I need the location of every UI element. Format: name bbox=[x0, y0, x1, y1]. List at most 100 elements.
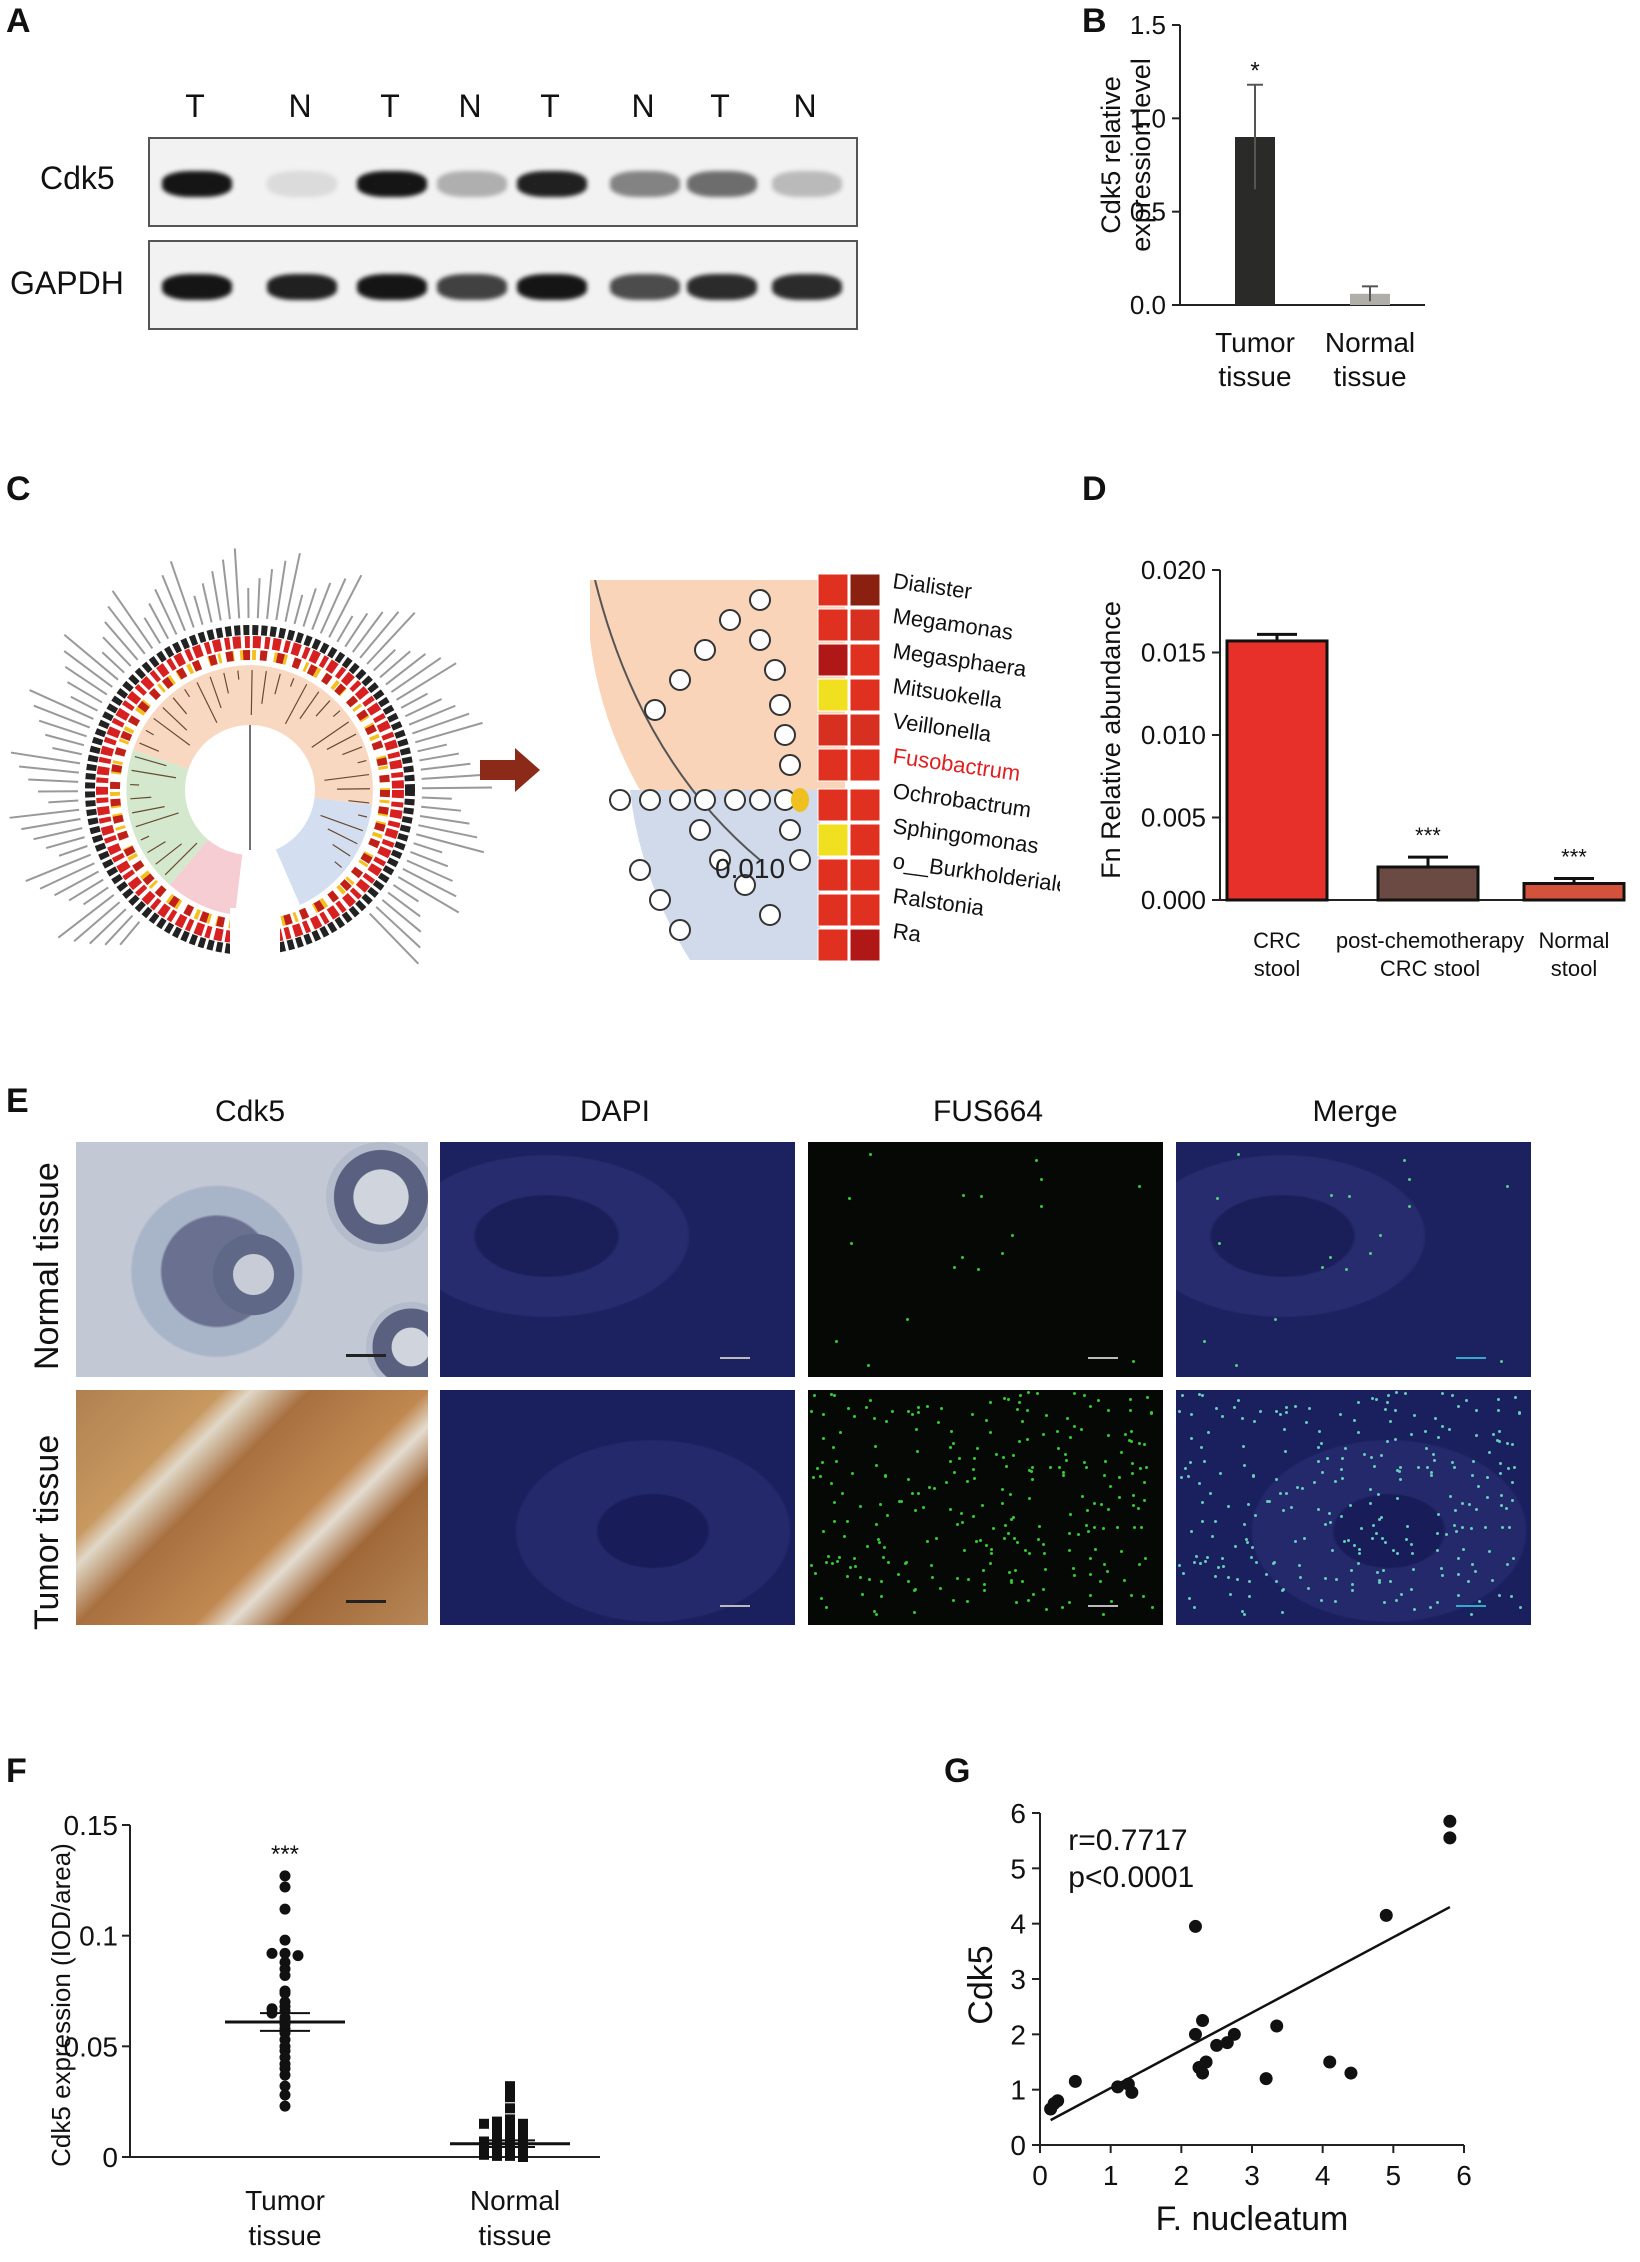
blot-band bbox=[772, 274, 842, 300]
taxon-label-mark bbox=[45, 836, 85, 850]
fluorescent-signal bbox=[1403, 1159, 1406, 1162]
x-tick-label: 3 bbox=[1244, 2160, 1260, 2191]
taxon-label-mark bbox=[39, 862, 95, 890]
fluorescent-signal bbox=[1203, 1460, 1206, 1463]
fluorescent-signal bbox=[1058, 1466, 1061, 1469]
fluorescent-signal bbox=[1298, 1564, 1301, 1567]
tree-node bbox=[669, 789, 691, 811]
taxon-label-mark bbox=[421, 796, 452, 800]
fluorescent-signal bbox=[875, 1464, 878, 1467]
fluorescent-signal bbox=[1045, 1414, 1048, 1417]
fluorescent-signal bbox=[1109, 1485, 1112, 1488]
fluorescent-signal bbox=[1510, 1595, 1513, 1598]
x-category-label: CRC stool bbox=[1380, 956, 1480, 981]
fluorescent-signal bbox=[1073, 1574, 1076, 1577]
fluorescent-signal bbox=[1358, 1552, 1361, 1555]
y-tick-label: 1 bbox=[1010, 2075, 1026, 2106]
fluorescent-signal bbox=[1294, 1540, 1297, 1543]
y-axis-label: Fn Relative abundance bbox=[1096, 601, 1126, 879]
fluorescent-signal bbox=[1068, 1532, 1071, 1535]
fluorescent-signal bbox=[846, 1575, 849, 1578]
fluorescent-signal bbox=[1201, 1501, 1204, 1504]
heatmap-cell bbox=[849, 713, 881, 747]
tree-branch bbox=[250, 670, 253, 716]
micrograph-merge-tumor bbox=[1176, 1390, 1531, 1625]
taxon-label-mark bbox=[29, 689, 94, 720]
fluorescent-signal bbox=[1512, 1557, 1515, 1560]
fluorescent-signal bbox=[916, 1450, 919, 1453]
fluorescent-signal bbox=[1299, 1576, 1302, 1579]
tree-branch bbox=[223, 672, 229, 694]
fluorescent-signal bbox=[1358, 1548, 1361, 1551]
fluorescent-signal bbox=[985, 1419, 988, 1422]
fluorescent-signal bbox=[1003, 1397, 1006, 1400]
fluorescent-signal bbox=[1201, 1394, 1204, 1397]
fluorescent-signal bbox=[877, 1538, 880, 1541]
fluorescent-signal bbox=[853, 1415, 856, 1418]
fluorescent-signal bbox=[835, 1460, 838, 1463]
data-point bbox=[1196, 2014, 1210, 2027]
fluorescent-signal bbox=[967, 1578, 970, 1581]
fluorescent-signal bbox=[1317, 1446, 1320, 1449]
heatmap-cell bbox=[849, 608, 881, 642]
fluorescent-signal bbox=[992, 1527, 995, 1530]
tree-branch bbox=[334, 861, 343, 868]
fluorescent-signal bbox=[1189, 1461, 1192, 1464]
taxon-label-mark bbox=[102, 636, 132, 667]
fluorescent-signal bbox=[1081, 1495, 1084, 1498]
tree-branch bbox=[358, 814, 368, 818]
x-category-label: tissue bbox=[478, 2220, 551, 2251]
fluorescent-signal bbox=[963, 1549, 966, 1552]
fluorescent-signal bbox=[1511, 1443, 1514, 1446]
fluorescent-signal bbox=[1468, 1503, 1471, 1506]
fluorescent-signal bbox=[1279, 1413, 1282, 1416]
tree-branch bbox=[132, 806, 165, 814]
tree-branch bbox=[145, 729, 154, 736]
fluorescent-signal bbox=[1410, 1588, 1413, 1591]
correlation-r: r=0.7717 bbox=[1068, 1824, 1187, 1857]
lane-label: T bbox=[380, 88, 400, 124]
fluorescent-signal bbox=[1378, 1579, 1381, 1582]
fluorescent-signal bbox=[1345, 1268, 1348, 1271]
fluorescent-signal bbox=[1341, 1477, 1344, 1480]
tree-node bbox=[759, 904, 781, 926]
correlation-p: p<0.0001 bbox=[1068, 1861, 1194, 1894]
fluorescent-signal bbox=[1030, 1470, 1033, 1473]
data-point bbox=[518, 2152, 528, 2162]
heatmap-cell bbox=[849, 858, 881, 892]
taxon-label-mark bbox=[52, 747, 82, 756]
fluorescent-signal bbox=[1083, 1394, 1086, 1397]
fluorescent-signal bbox=[956, 1577, 959, 1580]
col-head-dapi: DAPI bbox=[579, 1095, 651, 1128]
data-point bbox=[1270, 2019, 1284, 2033]
fluorescent-signal bbox=[861, 1593, 864, 1596]
fluorescent-signal bbox=[906, 1318, 909, 1321]
blot-row-label-cdk5: Cdk5 bbox=[40, 160, 115, 196]
fluorescent-signal bbox=[1498, 1594, 1501, 1597]
fluorescent-signal bbox=[1190, 1530, 1193, 1533]
fluorescent-signal bbox=[1064, 1453, 1067, 1456]
fluorescent-signal bbox=[1360, 1527, 1363, 1530]
fluorescent-signal bbox=[1182, 1572, 1185, 1575]
fluorescent-signal bbox=[1245, 1538, 1248, 1541]
fluorescent-signal bbox=[1451, 1394, 1454, 1397]
fluorescent-signal bbox=[989, 1431, 992, 1434]
fluorescent-signal bbox=[973, 1477, 976, 1480]
tree-branch bbox=[299, 691, 320, 720]
fluorescent-signal bbox=[1432, 1453, 1435, 1456]
taxon-label-mark bbox=[28, 778, 79, 783]
fluorescent-signal bbox=[891, 1410, 894, 1413]
fluorescent-signal bbox=[1448, 1428, 1451, 1431]
fluorescent-signal bbox=[1012, 1454, 1015, 1457]
fluorescent-signal bbox=[973, 1457, 976, 1460]
fluorescent-signal bbox=[1424, 1430, 1427, 1433]
fluorescent-signal bbox=[1138, 1185, 1141, 1188]
fluorescent-signal bbox=[1498, 1430, 1501, 1433]
fluorescent-signal bbox=[1042, 1588, 1045, 1591]
fluorescent-signal bbox=[1018, 1440, 1021, 1443]
fluorescent-signal bbox=[825, 1606, 828, 1609]
data-point bbox=[1196, 2066, 1210, 2080]
fluorescent-signal bbox=[1026, 1409, 1029, 1412]
fluorescent-signal bbox=[1219, 1472, 1222, 1475]
x-category-label: tissue bbox=[248, 2220, 321, 2251]
